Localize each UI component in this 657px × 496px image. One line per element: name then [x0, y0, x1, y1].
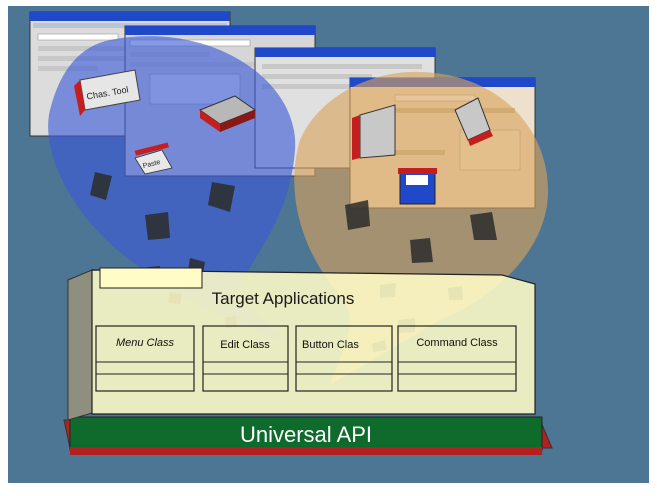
class-box-menu-label: Menu Class — [116, 337, 175, 349]
class-box-button: Button Clas — [295, 325, 393, 392]
thumbnail-paste: Paste — [134, 142, 173, 175]
thumbnail-3d-block — [198, 95, 257, 132]
thumbnail-calculator — [352, 104, 396, 160]
class-box-edit: Edit Class — [202, 325, 289, 392]
thumbnail-save-disk — [398, 168, 437, 205]
universal-api-base: Universal API — [63, 416, 553, 455]
target-applications-label: Target Applications — [212, 289, 355, 308]
universal-api-label: Universal API — [240, 422, 372, 447]
thumbnail-chas-tool: Chas. Tool — [74, 69, 141, 116]
thumbnail-paint — [454, 97, 493, 146]
class-box-menu: Menu Class — [95, 325, 195, 392]
thumbnail-label-paste: Paste — [142, 159, 161, 170]
class-box-edit-label: Edit Class — [220, 339, 270, 351]
class-box-command-label: Command Class — [416, 337, 498, 349]
class-box-command: Command Class — [397, 325, 517, 392]
class-box-button-label: Button Clas — [302, 339, 359, 351]
